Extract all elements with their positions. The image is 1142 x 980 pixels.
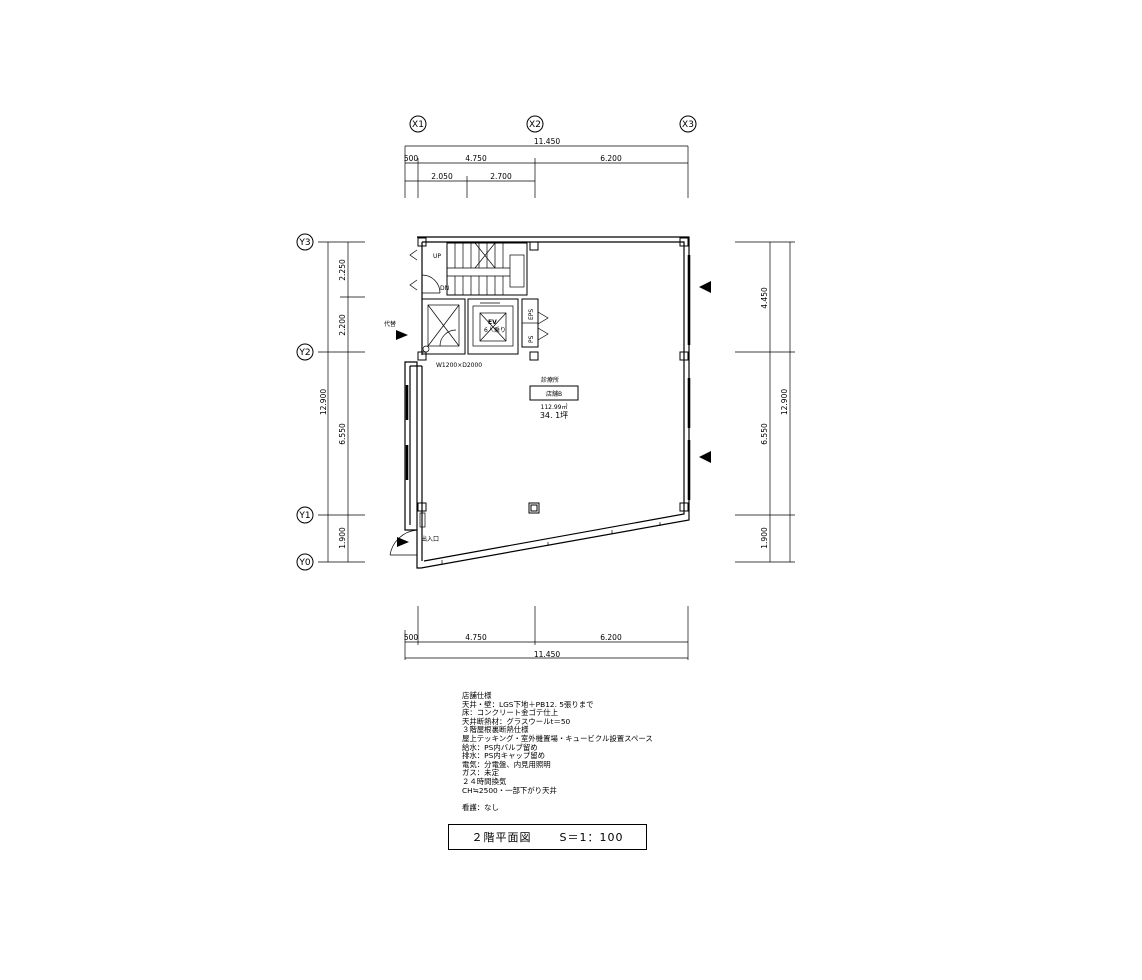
svg-text:Y3: Y3 (298, 238, 310, 248)
entrance-door-bottom (389, 512, 426, 556)
elevator-shaft (467, 298, 519, 355)
dim-bottom-b: 4.750 (465, 633, 487, 642)
drawing-title: ２階平面図 (471, 831, 532, 844)
staircase (446, 242, 528, 296)
svg-text:Y0: Y0 (298, 558, 310, 568)
stair-up-label: UP (433, 253, 441, 260)
entrance-arrow-right-lower (699, 451, 711, 463)
dim-left-c: 6.550 (338, 423, 347, 445)
right-dimension-lines (735, 241, 795, 563)
spec-notes: 店舗仕様 天井・壁：LGS下地＋PB12. 5張りまで 床：コンクリート金ゴテ仕… (462, 691, 722, 813)
room-title: 診療所 (541, 376, 559, 384)
grid-bubble-y2: Y2 (296, 343, 314, 361)
spec-line: 排水：PS内キャップ留め (462, 751, 546, 761)
dim-top-a: 500 (404, 154, 419, 163)
dim-top-sub-b: 2.700 (490, 172, 512, 181)
entrance-arrow-left (396, 330, 408, 340)
dim-right-b: 6.550 (760, 423, 769, 445)
eps-label: EPS (528, 309, 535, 320)
dim-top-total: 11.450 (534, 137, 560, 146)
dim-bottom-total: 11.450 (534, 650, 560, 659)
spec-line: ガス：未定 (462, 768, 499, 778)
dim-left-b: 2.200 (338, 314, 347, 336)
stair-doors (409, 243, 448, 295)
spec-note: 看護：なし (462, 803, 499, 813)
ev-label: EV (488, 319, 497, 326)
spec-line: 天井断熱材：グラスウールt＝50 (462, 716, 571, 726)
dim-bottom-a: 500 (404, 633, 419, 642)
room-area-tsubo: 34. 1坪 (540, 411, 568, 420)
spec-line: 屋上テッキング・室外機置場・キュービクル設置スペース (462, 733, 653, 743)
svg-text:X3: X3 (682, 120, 694, 130)
dim-top-b: 4.750 (465, 154, 487, 163)
svg-text:Y1: Y1 (298, 511, 310, 521)
wall-ticks (441, 522, 661, 564)
dim-left-a: 2.250 (338, 259, 347, 281)
grid-bubble-y0: Y0 (296, 553, 314, 571)
ev-capacity-label: 6人乗り (484, 327, 506, 334)
grid-bubble-y1: Y1 (296, 506, 314, 524)
entrance-arrow-right-upper (699, 281, 711, 293)
spec-line: 床：コンクリート金ゴテ仕上 (462, 708, 559, 718)
spec-line: ３階屋根裏断熱仕様 (462, 725, 529, 735)
dim-right-total: 12.900 (780, 389, 789, 415)
grid-bubble-x2: X2 (526, 115, 544, 133)
room-name: 店舗B (546, 390, 562, 398)
dim-top-sub-a: 2.050 (431, 172, 453, 181)
dim-bottom-c: 6.200 (600, 633, 622, 642)
dim-top-c: 6.200 (600, 154, 622, 163)
stair-dn-label: DN (440, 285, 449, 292)
entrance-arrow-bottom (397, 537, 409, 547)
entrance-bottom-label: 出入口 (421, 535, 439, 543)
top-dimension-lines (404, 145, 689, 198)
grid-bubble-y3: Y3 (296, 233, 314, 251)
ps-eps-shafts (521, 298, 549, 348)
entrance-left-label: 代替 (384, 320, 396, 328)
structural-columns (417, 237, 689, 514)
grid-bubble-x3: X3 (679, 115, 697, 133)
svg-text:Y2: Y2 (298, 348, 310, 358)
dim-right-a: 4.450 (760, 287, 769, 309)
dim-right-c: 1.900 (760, 527, 769, 549)
bottom-dimension-lines (404, 606, 689, 660)
spec-line: 店舗仕様 (462, 691, 492, 700)
dim-left-total: 12.900 (319, 389, 328, 415)
left-dimension-lines (318, 241, 365, 563)
room-area-m2: 112.99㎡ (541, 403, 568, 411)
grid-bubble-x1: X1 (409, 115, 427, 133)
svg-text:X2: X2 (529, 120, 541, 130)
room-name-box (529, 385, 579, 401)
spec-line: 給水：PS内バルブ留め (462, 742, 538, 752)
spec-line: CH≒2500・一部下がり天井 (462, 785, 557, 795)
windows (405, 255, 691, 500)
dim-left-d: 1.900 (338, 527, 347, 549)
spec-line: 天井・壁：LGS下地＋PB12. 5張りまで (462, 699, 594, 709)
drawing-title-box: ２階平面図 S＝1：100 (448, 824, 647, 850)
svg-text:X1: X1 (412, 120, 424, 130)
spec-line: ２４時間換気 (462, 776, 507, 786)
drawing-scale: S＝1：100 (559, 831, 624, 844)
elevator-hall (421, 298, 466, 355)
spec-line: 電気：分電盤、内見用照明 (462, 759, 551, 769)
shaft-size-note: W1200×D2000 (436, 362, 482, 369)
ps-label: PS (528, 335, 535, 343)
